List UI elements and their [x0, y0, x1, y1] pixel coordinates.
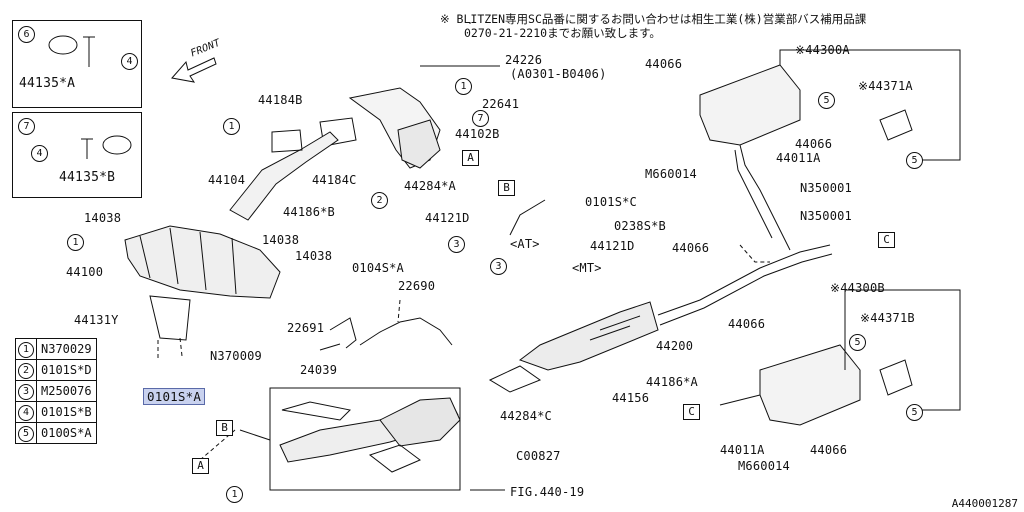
part-44104[interactable]: 44104 [208, 173, 246, 187]
part-44066-top[interactable]: 44066 [645, 57, 683, 71]
part-44121D-b[interactable]: 44121D [590, 239, 635, 253]
legend-num: 4 [18, 404, 34, 421]
note-line-2: 0270-21-2210までお願い致します。 [464, 26, 661, 40]
part-N350001-b[interactable]: N350001 [800, 209, 852, 223]
part-0104SA[interactable]: 0104S*A [352, 261, 404, 275]
part-44184C[interactable]: 44184C [312, 173, 357, 187]
part-14038-b[interactable]: 14038 [262, 233, 300, 247]
clamp-icon [81, 135, 132, 159]
callout-circle-4-top: 4 [121, 53, 138, 70]
legend-num: 2 [18, 362, 34, 379]
part-22691[interactable]: 22691 [287, 321, 325, 335]
callout-circle-7: 7 [18, 118, 35, 135]
ref-tag-A-bottom: A [192, 458, 209, 474]
part-44121D-a[interactable]: 44121D [425, 211, 470, 225]
callout-circle-3-b: 3 [490, 258, 507, 275]
ref-tag-B-top: B [498, 180, 515, 196]
part-44011A-bottom[interactable]: 44011A [720, 443, 765, 457]
part-44371B[interactable]: ※44371B [860, 311, 915, 325]
legend-row: 2 0101S*D [15, 359, 97, 381]
parts-legend-table: 1 N370029 2 0101S*D 3 M250076 4 0101S*B … [15, 338, 97, 444]
diagram-code: A440001287 [951, 497, 1018, 510]
legend-row: 1 N370029 [15, 338, 97, 360]
part-24039[interactable]: 24039 [300, 363, 338, 377]
part-44284C[interactable]: 44284*C [500, 409, 552, 423]
legend-row: 5 0100S*A [15, 422, 97, 444]
label-mt: <MT> [572, 261, 602, 275]
part-44135A[interactable]: 44135*A [19, 76, 76, 91]
inset-box-6: 6 4 44135*A [12, 20, 142, 108]
callout-circle-1-d: 1 [226, 486, 243, 503]
part-44284A[interactable]: 44284*A [404, 179, 456, 193]
legend-part[interactable]: 0100S*A [36, 422, 97, 444]
legend-part[interactable]: 0101S*D [36, 359, 97, 381]
part-44100[interactable]: 44100 [66, 265, 104, 279]
inset-box-7: 7 4 44135*B [12, 112, 142, 198]
part-44135B[interactable]: 44135*B [59, 170, 116, 185]
part-44131Y[interactable]: 44131Y [74, 313, 119, 327]
legend-num: 3 [18, 383, 34, 400]
part-44102B[interactable]: 44102B [455, 127, 500, 141]
part-44300A[interactable]: ※44300A [795, 43, 850, 57]
callout-circle-4-bottom: 4 [31, 145, 48, 162]
part-24226-range: (A0301-B0406) [510, 67, 607, 81]
part-24226[interactable]: 24226 [505, 53, 543, 67]
part-0238SB[interactable]: 0238S*B [614, 219, 666, 233]
part-14038-a[interactable]: 14038 [84, 211, 122, 225]
clamp-icon [48, 35, 95, 67]
legend-row: 3 M250076 [15, 380, 97, 402]
ref-tag-A-top: A [462, 150, 479, 166]
part-N370009[interactable]: N370009 [210, 349, 262, 363]
part-N350001-a[interactable]: N350001 [800, 181, 852, 195]
part-44300B[interactable]: ※44300B [830, 281, 885, 295]
part-M660014-top[interactable]: M660014 [645, 167, 697, 181]
callout-circle-6: 6 [18, 26, 35, 43]
part-44184B[interactable]: 44184B [258, 93, 303, 107]
part-M660014-bottom[interactable]: M660014 [738, 459, 790, 473]
callout-circle-7-diagram: 7 [472, 110, 489, 127]
part-22690[interactable]: 22690 [398, 279, 436, 293]
part-44066-lower[interactable]: 44066 [728, 317, 766, 331]
callout-circle-5-b: 5 [906, 152, 923, 169]
callout-circle-1-c: 1 [67, 234, 84, 251]
part-0101SC[interactable]: 0101S*C [585, 195, 637, 209]
highlighted-part-0101SA[interactable]: 0101S*A [143, 388, 206, 405]
callout-circle-2: 2 [371, 192, 388, 209]
ref-tag-B-bottom: B [216, 420, 233, 436]
note-line-1: ※ BLITZEN専用SC品番に関するお問い合わせは相生工業(株)営業部バス補用… [440, 12, 867, 26]
legend-part[interactable]: N370029 [36, 338, 97, 360]
part-44066-center[interactable]: 44066 [672, 241, 710, 255]
callout-circle-5-a: 5 [818, 92, 835, 109]
ref-tag-C-bottom: C [683, 404, 700, 420]
figure-reference[interactable]: FIG.440-19 [510, 485, 585, 499]
part-44156[interactable]: 44156 [612, 391, 650, 405]
callout-circle-1-b: 1 [223, 118, 240, 135]
callout-circle-1-a: 1 [455, 78, 472, 95]
legend-num: 5 [18, 425, 34, 442]
parts-inquiry-note: ※ BLITZEN専用SC品番に関するお問い合わせは相生工業(株)営業部バス補用… [440, 12, 866, 40]
part-44371A[interactable]: ※44371A [858, 79, 913, 93]
label-at: <AT> [510, 237, 540, 251]
callout-circle-5-d: 5 [906, 404, 923, 421]
part-44066-bottom[interactable]: 44066 [810, 443, 848, 457]
part-44011A-top[interactable]: 44011A [776, 151, 821, 165]
part-44186A[interactable]: 44186*A [646, 375, 698, 389]
callout-circle-3-a: 3 [448, 236, 465, 253]
callout-circle-5-c: 5 [849, 334, 866, 351]
legend-num: 1 [18, 341, 34, 358]
legend-part[interactable]: 0101S*B [36, 401, 97, 423]
legend-row: 4 0101S*B [15, 401, 97, 423]
part-44200[interactable]: 44200 [656, 339, 694, 353]
part-44066-mid[interactable]: 44066 [795, 137, 833, 151]
part-44186B[interactable]: 44186*B [283, 205, 335, 219]
ref-tag-C-right: C [878, 232, 895, 248]
part-22641[interactable]: 22641 [482, 97, 520, 111]
part-C00827[interactable]: C00827 [516, 449, 561, 463]
part-14038-c[interactable]: 14038 [295, 249, 333, 263]
legend-part[interactable]: M250076 [36, 380, 97, 402]
